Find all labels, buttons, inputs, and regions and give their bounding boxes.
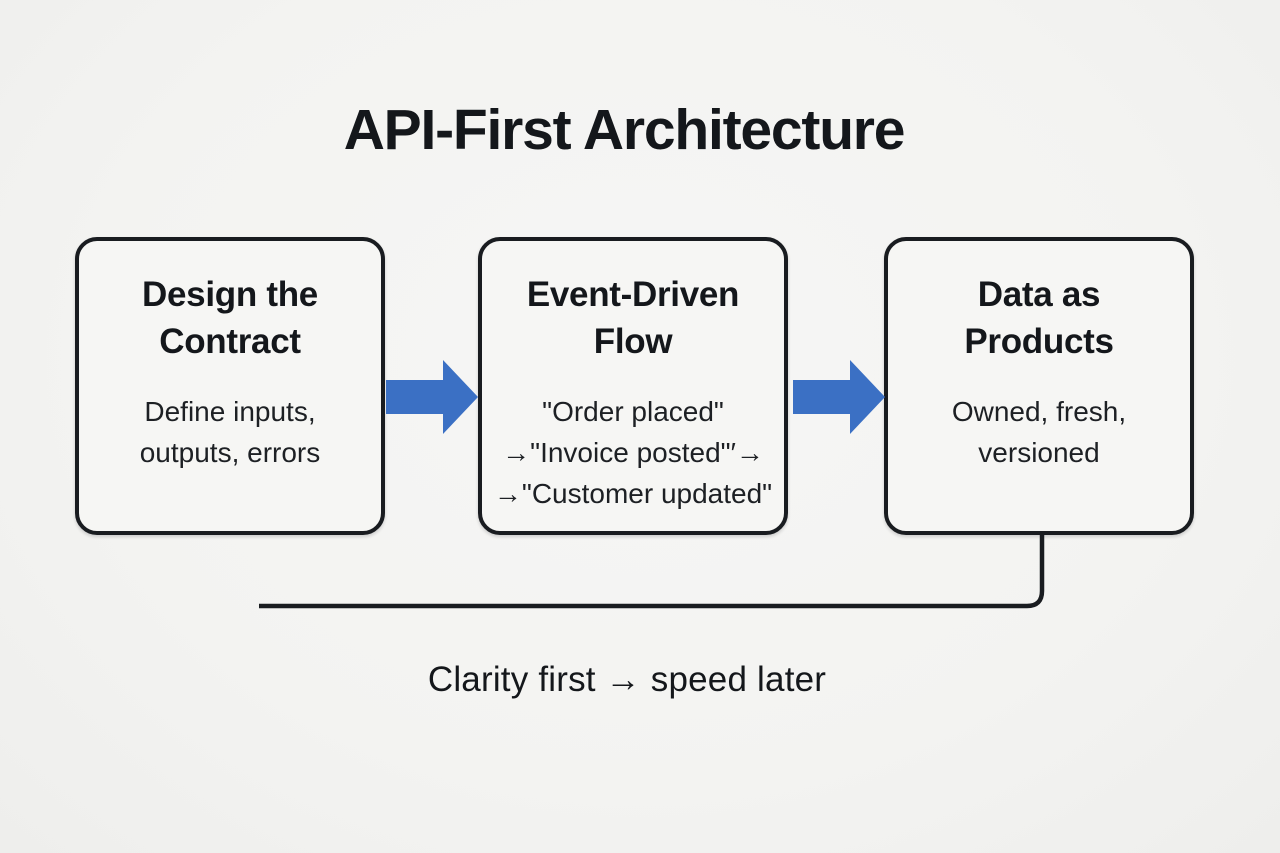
body-line: →"Invoice posted"′→ (502, 437, 764, 468)
right-arrow-shape (386, 360, 478, 434)
body-line: Owned, fresh, (951, 396, 1127, 427)
node-body: "Order placed" →"Invoice posted"′→ →"Cus… (482, 391, 784, 514)
connector-line (259, 534, 1045, 609)
body-line: versioned (978, 437, 1100, 468)
right-arrow-icon (793, 360, 885, 434)
node-design-contract: Design the Contract Define inputs, outpu… (75, 237, 385, 535)
body-line: →"Customer updated" (493, 478, 773, 509)
node-body: Define inputs, outputs, errors (79, 391, 381, 473)
node-title: Event-Driven Flow (526, 275, 740, 361)
body-line: outputs, errors (139, 437, 321, 468)
node-title: Data as Products (964, 275, 1114, 361)
body-line: Define inputs, (144, 396, 316, 427)
node-body: Owned, fresh, versioned (888, 391, 1190, 473)
node-data-as-products: Data as Products Owned, fresh, versioned (884, 237, 1194, 535)
right-arrow-shape (793, 360, 885, 434)
caption: Clarity first → speed later (427, 660, 827, 699)
node-title: Design the Contract (142, 275, 318, 361)
body-line: "Order placed" (542, 396, 724, 427)
page-title: API-First Architecture (343, 98, 906, 162)
right-arrow-icon (386, 360, 478, 434)
node-event-driven-flow: Event-Driven Flow "Order placed" →"Invoi… (478, 237, 788, 535)
